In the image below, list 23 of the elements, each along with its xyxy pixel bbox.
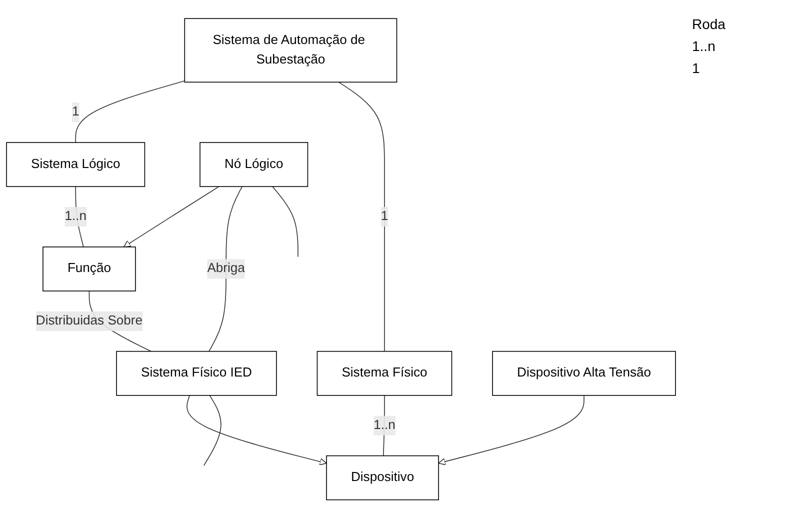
node-box: Sistema Físico bbox=[316, 350, 452, 396]
node-box: Nó Lógico bbox=[200, 142, 308, 187]
node-box: Dispositivo Alta Tensão bbox=[492, 350, 676, 396]
connector bbox=[208, 186, 243, 352]
node-box: Sistema de Automação de Subestação bbox=[184, 18, 398, 82]
arrow bbox=[438, 394, 584, 465]
connector bbox=[203, 394, 222, 466]
node-box: Sistema Físico IED bbox=[116, 350, 277, 396]
node-box: Sistema Lógico bbox=[6, 142, 146, 187]
node-box: Função bbox=[42, 246, 136, 292]
edge-label: 1 bbox=[72, 104, 80, 119]
edge-label: 1..n bbox=[374, 418, 396, 432]
multiplicity-label: 1..n bbox=[692, 38, 716, 54]
connector bbox=[272, 186, 298, 257]
arrow bbox=[123, 186, 220, 248]
edge-label: 1 bbox=[380, 209, 388, 224]
edge-label: Abriga bbox=[207, 261, 245, 276]
edge-label: Distribuidas Sobre bbox=[36, 314, 143, 328]
arrow bbox=[186, 394, 327, 466]
node-box: Dispositivo bbox=[326, 455, 439, 500]
multiplicity-label: 1 bbox=[692, 60, 701, 76]
multiplicity-label: Roda bbox=[692, 16, 726, 32]
edge-label: 1..n bbox=[64, 209, 86, 224]
